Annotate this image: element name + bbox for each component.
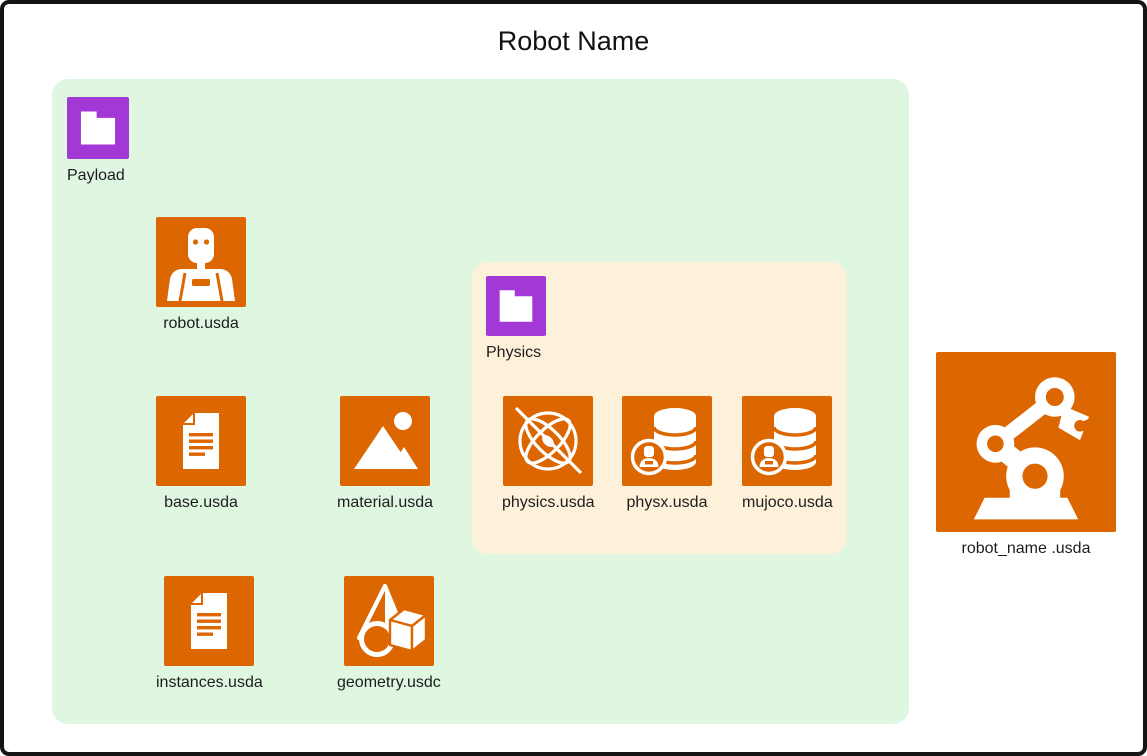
folder-label: Physics	[486, 344, 542, 361]
file-label: material.usda	[337, 494, 434, 511]
file-label: base.usda	[164, 494, 238, 511]
file-item-material: material.usda	[337, 396, 433, 512]
file-item-instances: instances.usda	[156, 576, 263, 692]
file-label: instances.usda	[156, 674, 263, 691]
database-robot-icon	[742, 396, 833, 486]
folder-icon	[486, 276, 546, 336]
file-label: robot_name .usda	[961, 540, 1091, 557]
document-icon	[156, 396, 246, 486]
gyroscope-icon	[503, 396, 594, 486]
image-icon	[340, 396, 431, 486]
file-label: mujoco.usda	[742, 494, 833, 511]
file-label: physx.usda	[626, 494, 708, 511]
diagram-title: Robot Name	[497, 26, 650, 56]
physics-folder: Physics	[486, 276, 546, 362]
file-item-robot: robot.usda	[156, 217, 246, 333]
file-item-physx: physx.usda	[622, 396, 712, 512]
file-item-physics: physics.usda	[502, 396, 595, 512]
robot-bust-icon	[156, 217, 246, 307]
file-item-mujoco: mujoco.usda	[742, 396, 833, 512]
file-item-base: base.usda	[156, 396, 246, 512]
file-item-root: robot_name .usda	[936, 352, 1116, 558]
file-item-geometry: geometry.usdc	[337, 576, 441, 692]
file-label: physics.usda	[502, 494, 595, 511]
file-label: robot.usda	[163, 315, 239, 332]
robot-arm-icon	[936, 352, 1116, 532]
payload-folder: Payload	[67, 97, 129, 185]
3d-shapes-icon	[343, 576, 434, 666]
document-icon	[164, 576, 255, 666]
file-label: geometry.usdc	[337, 674, 441, 691]
database-robot-icon	[622, 396, 712, 486]
folder-icon	[67, 97, 129, 159]
folder-label: Payload	[67, 167, 125, 184]
